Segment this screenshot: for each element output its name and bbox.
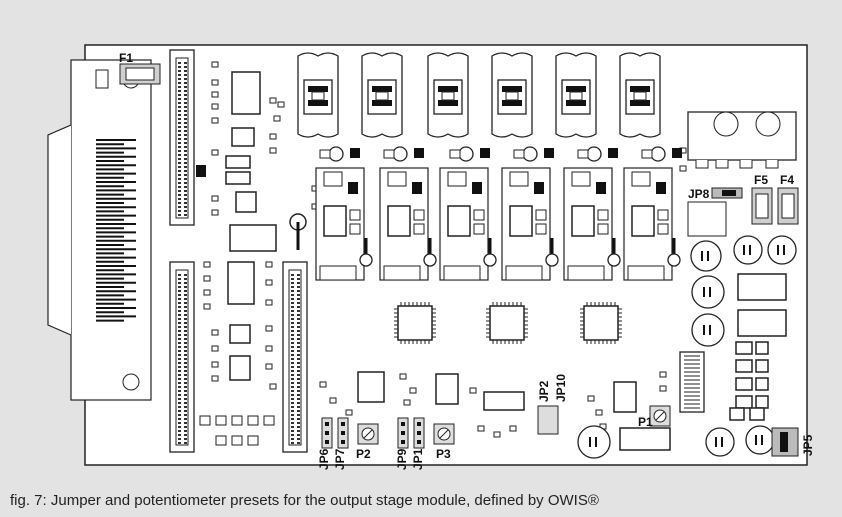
dsub-connector xyxy=(47,59,152,401)
label-jp1: JP1 xyxy=(411,448,425,470)
ribbon-header-bottom-left xyxy=(169,261,195,453)
fuse-f4: F4 xyxy=(777,173,799,225)
label-jp9: JP9 xyxy=(395,448,409,470)
ic-chips-left xyxy=(225,71,277,381)
jumper-jp2-jp10: JP2 JP10 xyxy=(537,374,568,435)
fuse-f1: F1 xyxy=(95,51,161,89)
power-transformer xyxy=(687,111,797,169)
label-f4: F4 xyxy=(780,173,794,187)
jumper-jp5: JP5 xyxy=(771,427,815,457)
potentiometer-p2: P2 xyxy=(356,423,379,461)
label-jp2: JP2 xyxy=(537,380,551,402)
label-p1: P1 xyxy=(638,415,653,429)
electrolytic-capacitors xyxy=(577,235,797,459)
inductor-coil xyxy=(679,351,705,413)
relay-row xyxy=(297,52,682,162)
test-post xyxy=(196,165,307,250)
jumper-groups xyxy=(321,417,425,449)
ribbon-header-bottom-right xyxy=(282,261,308,453)
label-f5: F5 xyxy=(754,173,768,187)
regulators-right xyxy=(729,273,787,421)
label-p2: P2 xyxy=(356,447,371,461)
jumper-jp8: JP8 xyxy=(688,187,743,201)
potentiometer-p1: P1 xyxy=(638,405,671,429)
label-f1: F1 xyxy=(119,51,133,65)
fuse-f5: F5 xyxy=(751,173,773,225)
qfp-chips xyxy=(394,302,622,344)
figure-caption: fig. 7: Jumper and potentiometer presets… xyxy=(10,492,599,509)
ic-chips-bottom xyxy=(357,371,671,451)
ribbon-header-top xyxy=(169,49,195,226)
label-jp6: JP6 xyxy=(317,448,331,470)
label-jp8: JP8 xyxy=(688,187,710,201)
potentiometer-p3: P3 xyxy=(433,423,455,461)
label-jp5: JP5 xyxy=(801,434,815,456)
output-channels xyxy=(315,167,681,281)
label-jp7: JP7 xyxy=(333,448,347,470)
heatsink-block xyxy=(687,201,727,237)
label-p3: P3 xyxy=(436,447,451,461)
label-jp10: JP10 xyxy=(554,374,568,402)
